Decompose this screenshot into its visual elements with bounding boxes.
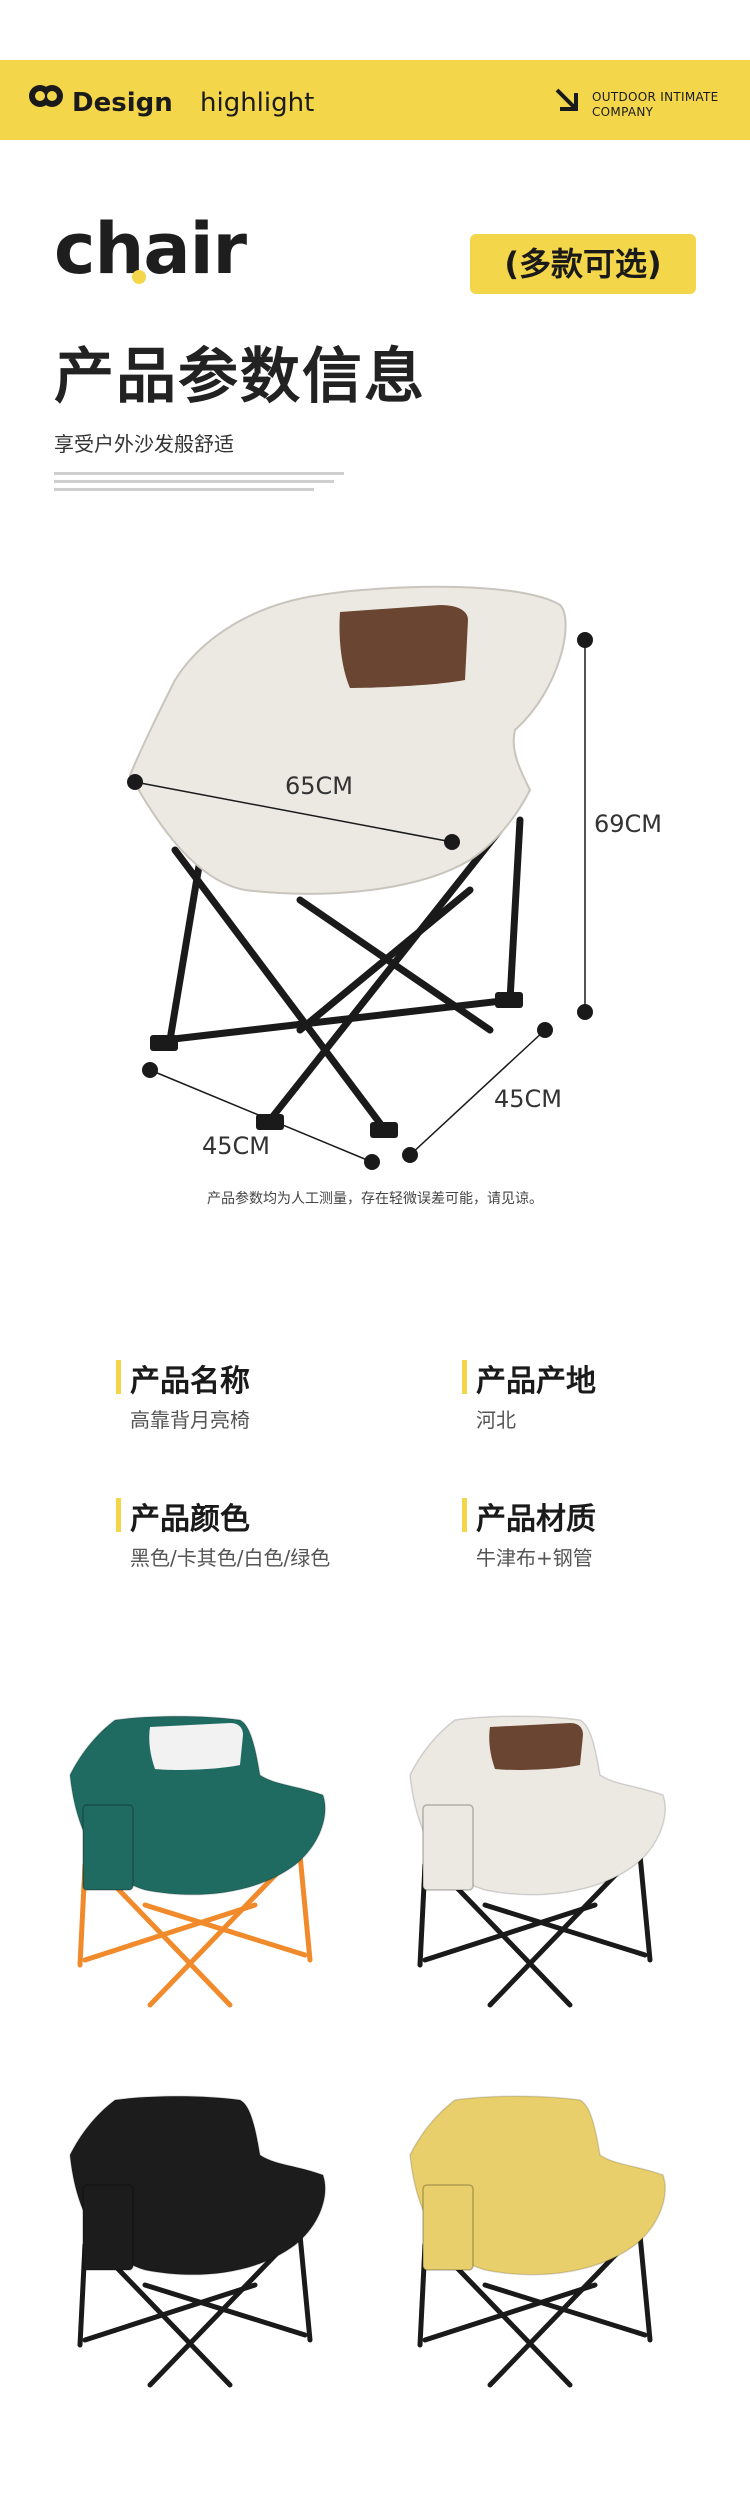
hero-word: chair bbox=[54, 208, 247, 290]
measurement-disclaimer: 产品参数均为人工测量，存在轻微误差可能，请见谅。 bbox=[207, 1191, 543, 1207]
spec-label: 产品名称 bbox=[130, 1364, 250, 1399]
hero-dot bbox=[132, 270, 146, 284]
chair-variant-green bbox=[55, 1715, 355, 2015]
spec-accent-bar bbox=[116, 1498, 121, 1532]
height-dimension-label: 69CM bbox=[594, 810, 663, 838]
spec-label: 产品颜色 bbox=[130, 1502, 250, 1537]
chair-variant-khaki bbox=[395, 2095, 695, 2395]
spec-value: 河北 bbox=[476, 1408, 516, 1432]
page-title: 产品参数信息 bbox=[54, 342, 426, 412]
front-width-dimension-label: 45CM bbox=[202, 1132, 271, 1160]
spec-value: 黑色/卡其色/白色/绿色 bbox=[130, 1546, 331, 1570]
spec-accent-bar bbox=[462, 1498, 467, 1532]
options-badge: (多款可选) bbox=[470, 234, 696, 294]
chair-dimension-diagram: 65CM 69CM 45CM 45CM bbox=[0, 560, 750, 1180]
spec-accent-bar bbox=[116, 1360, 121, 1394]
logo-icon bbox=[29, 85, 63, 107]
spec-accent-bar bbox=[462, 1360, 467, 1394]
spec-label: 产品产地 bbox=[476, 1364, 596, 1399]
spec-label: 产品材质 bbox=[476, 1502, 596, 1537]
chair-photo-white bbox=[409, 1715, 666, 2008]
width-dimension-label: 65CM bbox=[285, 772, 354, 800]
spec-value: 牛津布+钢管 bbox=[476, 1546, 593, 1570]
arrow-down-right-icon bbox=[555, 88, 578, 111]
brand-highlight: highlight bbox=[200, 88, 315, 118]
chair-variant-black bbox=[55, 2095, 355, 2395]
chair-photo-green bbox=[69, 1715, 326, 2008]
chair-illustration bbox=[127, 585, 593, 1170]
chair-photo-khaki bbox=[409, 2095, 666, 2388]
fine-print-lines bbox=[54, 472, 354, 496]
depth-dimension-label: 45CM bbox=[494, 1085, 563, 1113]
chair-photo-black bbox=[69, 2095, 326, 2388]
header-band: Design highlight OUTDOOR INTIMATE COMPAN… bbox=[0, 60, 750, 140]
brand-name: Design bbox=[72, 88, 173, 118]
tagline-line-2: COMPANY bbox=[592, 105, 654, 119]
tagline-line-1: OUTDOOR INTIMATE bbox=[592, 90, 719, 104]
page-subtitle: 享受户外沙发般舒适 bbox=[54, 432, 234, 456]
spec-value: 高靠背月亮椅 bbox=[130, 1408, 250, 1432]
chair-variant-white bbox=[395, 1715, 695, 2015]
